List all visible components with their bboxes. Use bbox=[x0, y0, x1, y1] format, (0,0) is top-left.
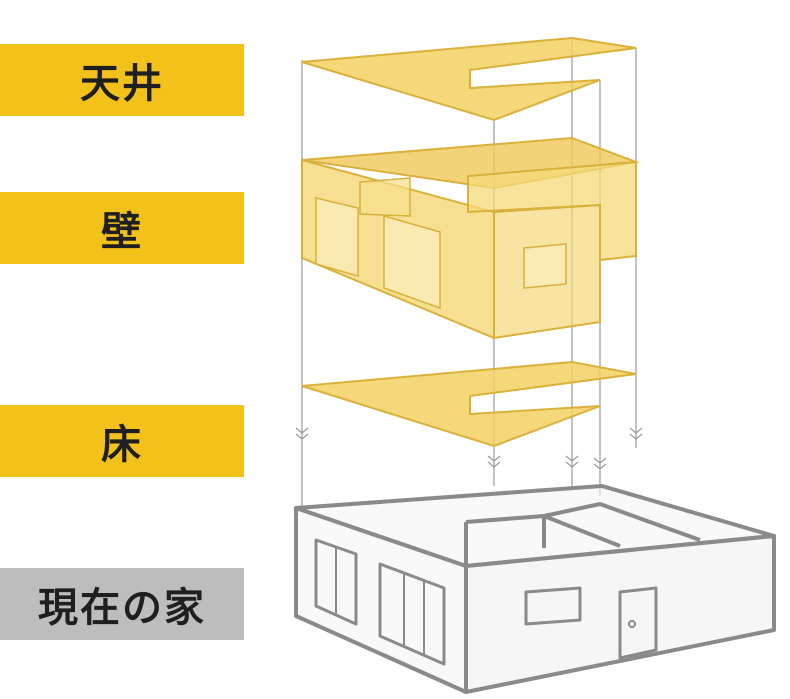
ceiling-label: 天井 bbox=[0, 44, 244, 116]
ceiling-label-text: 天井 bbox=[80, 61, 164, 107]
ceiling-layer bbox=[301, 36, 637, 122]
house-door bbox=[618, 586, 658, 660]
house-inner-wall-center bbox=[543, 514, 621, 548]
wall-layer bbox=[301, 136, 640, 340]
wall-label-text: 壁 bbox=[101, 209, 143, 255]
ceiling-panel bbox=[301, 36, 637, 122]
house-window-frames bbox=[314, 538, 582, 666]
house-inner-wall-mid bbox=[543, 502, 701, 542]
floor-label-text: 床 bbox=[101, 422, 143, 468]
house-window-mullions bbox=[335, 547, 425, 655]
current-house-label-text: 現在の家 bbox=[38, 585, 206, 631]
down-arrow-icons bbox=[295, 427, 643, 470]
wall-window-openings bbox=[315, 197, 567, 310]
door-knob-icon bbox=[628, 620, 636, 628]
wall-inner-partition bbox=[359, 177, 411, 217]
wall-label: 壁 bbox=[0, 192, 244, 264]
current-house-model bbox=[294, 484, 776, 694]
floor-panel bbox=[301, 360, 637, 448]
current-house-label: 現在の家 bbox=[0, 568, 244, 640]
wall-inner-block bbox=[467, 160, 637, 262]
floor-layer bbox=[301, 360, 637, 448]
floor-label: 床 bbox=[0, 405, 244, 477]
